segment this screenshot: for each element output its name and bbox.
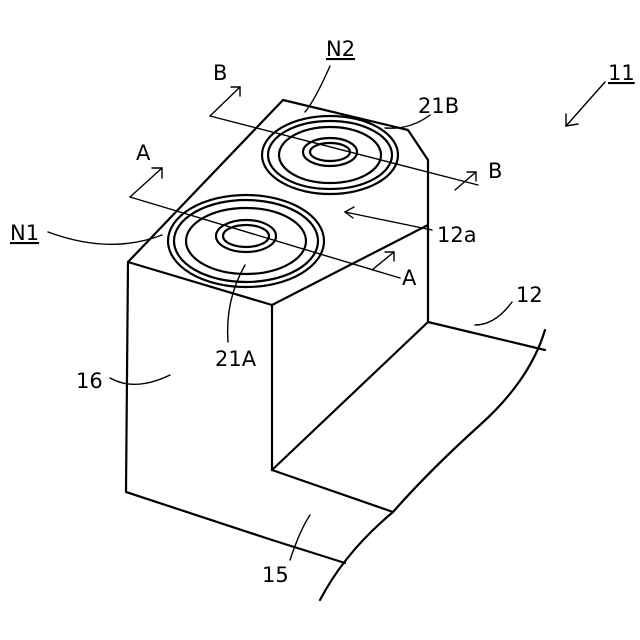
label-15: 15	[262, 563, 289, 587]
label-b-top: B	[213, 61, 227, 85]
label-a-right: A	[402, 266, 417, 290]
label-b-right: B	[488, 159, 502, 183]
label-21a: 21A	[215, 347, 257, 371]
label-a-top: A	[136, 141, 151, 165]
label-11: 11	[608, 61, 635, 85]
terminal-21b	[262, 116, 398, 194]
label-21b: 21B	[418, 94, 459, 118]
block-outline	[126, 100, 428, 540]
label-12: 12	[516, 283, 543, 307]
terminal-21a	[168, 195, 324, 287]
base-plate	[272, 322, 545, 600]
leader-lines	[48, 66, 605, 560]
label-n2: N2	[326, 37, 355, 61]
label-12a: 12a	[437, 223, 477, 247]
label-n1: N1	[10, 221, 39, 245]
label-16: 16	[76, 369, 103, 393]
